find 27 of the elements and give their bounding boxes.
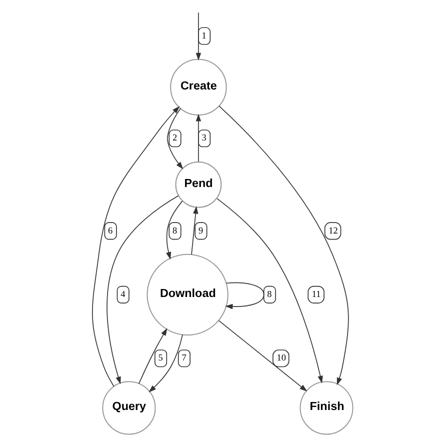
arrow — [167, 108, 184, 170]
edge-label: 1 — [202, 30, 206, 40]
arrow — [196, 114, 202, 162]
node-circle: Create — [170, 58, 227, 116]
edge-label: 4 — [120, 289, 126, 300]
edge-label: 11 — [312, 289, 321, 300]
arrow — [138, 328, 168, 384]
arrow — [92, 106, 180, 387]
arrow — [191, 206, 198, 255]
edge-label: 2 — [172, 132, 178, 143]
arrow — [148, 334, 183, 392]
arrow — [218, 106, 349, 386]
edge-label: 8 — [172, 225, 178, 236]
arrow — [225, 282, 264, 310]
edge-label: 6 — [108, 225, 113, 236]
arrow — [196, 12, 202, 60]
arrow — [218, 320, 308, 392]
arrow — [106, 195, 179, 384]
edge-label: 10 — [276, 352, 286, 363]
edge-label: 9 — [198, 225, 204, 236]
edge-label: 3 — [202, 132, 206, 143]
edge-label: 12 — [328, 225, 338, 236]
edge-label: 8 — [267, 289, 272, 300]
arrow — [166, 200, 183, 260]
edge-label: 5 — [158, 352, 163, 363]
arrow — [216, 198, 323, 384]
edge-label: 7 — [182, 352, 186, 363]
